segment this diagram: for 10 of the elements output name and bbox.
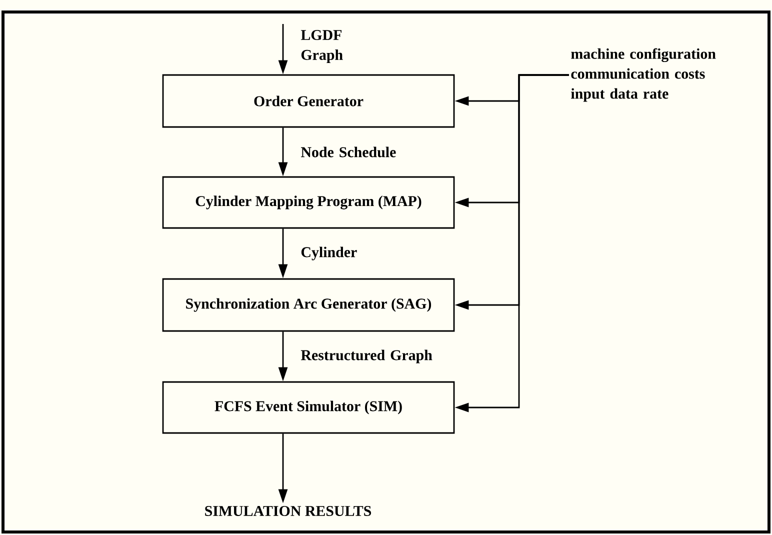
process-box: FCFS Event Simulator (SIM): [162, 381, 455, 434]
edge-label: LGDF Graph: [300, 30, 343, 63]
process-box: Synchronization Arc Generator (SAG): [162, 278, 455, 332]
edge-label: Restructured Graph: [300, 350, 432, 364]
edge-label: Node Schedule: [300, 146, 396, 158]
edge-label: Cylinder: [301, 246, 357, 260]
process-box: Cylinder Mapping Program (MAP): [162, 176, 455, 229]
process-box: Order Generator: [162, 74, 455, 128]
result-text: SIMULATION RESULTS: [205, 506, 372, 516]
input-list: machine configuration communication costs input data rate: [571, 48, 716, 102]
